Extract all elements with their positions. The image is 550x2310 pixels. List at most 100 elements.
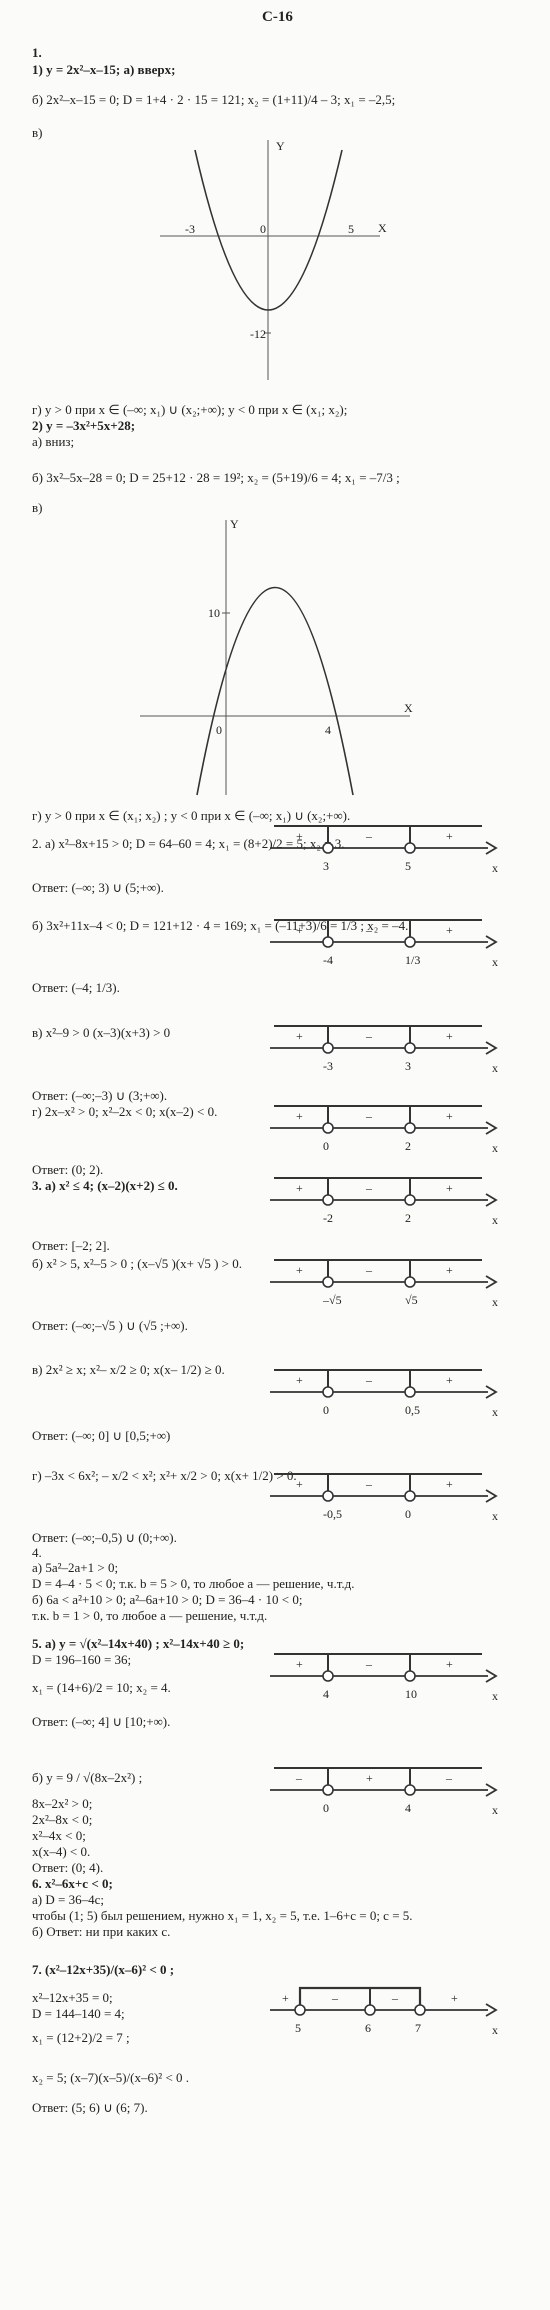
sign-label: –: [391, 1991, 399, 2005]
sign-label: +: [446, 1477, 453, 1491]
interval-point: [404, 1386, 416, 1398]
point-label: 4: [323, 1687, 329, 1701]
point-label: -0,5: [323, 1507, 342, 1521]
x-label: x: [492, 1141, 498, 1155]
sign-label: –: [365, 1657, 373, 1671]
sign-label: +: [446, 923, 453, 937]
sign-step: [409, 825, 482, 848]
text-line: Ответ: (–∞;–√5 ) ∪ (√5 ;+∞).: [32, 1318, 188, 1333]
x-label: x: [492, 955, 498, 969]
point-label: 0,5: [405, 1403, 420, 1417]
sign-step: [274, 1653, 329, 1676]
text-line: 8x–2x² > 0;: [32, 1796, 93, 1811]
sign-label: +: [296, 1181, 303, 1195]
point-label: 0: [323, 1801, 329, 1815]
text-line: б) y = 9 / √(8x–2x²) ;: [32, 1770, 143, 1785]
text-line: в) x²–9 > 0 (x–3)(x+3) > 0: [32, 1025, 171, 1040]
text-line: Ответ: (5; 6) ∪ (6; 7).: [32, 2100, 148, 2115]
sign-step: [298, 1986, 422, 2010]
interval-point: [322, 936, 334, 948]
x-label: x: [492, 1405, 498, 1419]
x-label: x: [492, 1509, 498, 1523]
sign-step: [409, 1177, 482, 1200]
x-label: x: [492, 861, 498, 875]
g2-label-4: 4: [325, 723, 331, 737]
point-label: 2: [405, 1211, 411, 1225]
text-line: б) 3x²+11x–4 < 0; D = 121+12 · 4 = 169; …: [32, 918, 409, 933]
sign-label: –: [365, 1181, 373, 1195]
text-line: Ответ: (–∞;–3) ∪ (3;+∞).: [32, 1088, 168, 1103]
point-label: 10: [405, 1687, 417, 1701]
point-label: 0: [323, 1403, 329, 1417]
point-label: 0: [323, 1139, 329, 1153]
text-line: Ответ: [–2; 2].: [32, 1238, 110, 1253]
interval-point: [294, 2004, 306, 2016]
sign-label: –: [365, 1263, 373, 1277]
sign-label: –: [365, 1477, 373, 1491]
interval-point: [404, 936, 416, 948]
text-line: 5. а) y = √(x²–14x+40) ; x²–14x+40 ≥ 0;: [32, 1636, 245, 1651]
interval-point: [404, 1784, 416, 1796]
sign-label: –: [331, 1991, 339, 2005]
point-label: 3: [323, 859, 329, 873]
point-label: 6: [365, 2021, 371, 2035]
text-line: Ответ: (–∞;–0,5) ∪ (0;+∞).: [32, 1530, 177, 1545]
interval-point: [404, 1194, 416, 1206]
text-line: б) 6a < a²+10 > 0; a²–6a+10 > 0; D = 36–…: [32, 1592, 303, 1607]
arrow-icon: [485, 1783, 498, 1797]
point-label: 5: [405, 859, 411, 873]
text-line: 6. x²–6x+c < 0;: [32, 1876, 113, 1891]
sign-step: [409, 1025, 482, 1048]
x-label: x: [492, 1803, 498, 1817]
text-line: г) y > 0 при x ∈ (x₁; x₂) ; y < 0 при x …: [32, 808, 351, 823]
interval-point: [322, 1386, 334, 1398]
text-line: в): [32, 500, 43, 515]
sign-step: [409, 1369, 482, 1392]
sign-step: [274, 1105, 329, 1128]
g1-label-m12: -12: [250, 327, 266, 341]
text-line: 1.: [32, 45, 42, 60]
interval-point: [322, 1670, 334, 1682]
sign-label: +: [296, 1657, 303, 1671]
sign-label: +: [366, 1771, 373, 1785]
text-line: г) –3x < 6x²; – x/2 < x²; x²+ x/2 > 0; x…: [32, 1468, 297, 1483]
interval-point: [404, 842, 416, 854]
text-line: 2) y = –3x²+5x+28;: [32, 418, 136, 433]
text-line: т.к. b = 1 > 0, то любое a — решение, ч.…: [32, 1608, 268, 1623]
text-line: 2x²–8x < 0;: [32, 1812, 93, 1827]
interval-point: [404, 1490, 416, 1502]
text-line: в): [32, 125, 43, 140]
interval-point: [322, 1122, 334, 1134]
sign-step: [274, 1369, 329, 1392]
text-line: б) 3x²–5x–28 = 0; D = 25+12 · 28 = 19²; …: [32, 470, 400, 485]
point-label: -4: [323, 953, 333, 967]
page-title: С-16: [262, 9, 293, 25]
text-line: Ответ: (0; 4).: [32, 1860, 104, 1875]
arrow-icon: [485, 2003, 498, 2017]
interval-point: [322, 1042, 334, 1054]
interval-point: [404, 1042, 416, 1054]
text-line: а) вниз;: [32, 434, 75, 449]
arrow-icon: [485, 935, 498, 949]
point-label: 2: [405, 1139, 411, 1153]
text-line: x₂ = 5; (x–7)(x–5)/(x–6)² < 0 .: [32, 2070, 190, 2085]
sign-step: [274, 1025, 329, 1048]
interval-point: [414, 2004, 426, 2016]
sign-label: +: [296, 1477, 303, 1491]
sign-label: +: [451, 1991, 458, 2005]
text-line: б) x² > 5, x²–5 > 0 ; (x–√5 )(x+ √5 ) > …: [32, 1256, 243, 1271]
sign-label: –: [295, 1771, 303, 1785]
text-line: D = 144–140 = 4;: [32, 2006, 125, 2021]
sign-label: +: [296, 1373, 303, 1387]
arrow-icon: [485, 841, 498, 855]
text-line: б) Ответ: ни при каких c.: [32, 1924, 171, 1939]
sign-label: +: [296, 1263, 303, 1277]
interval-point: [404, 1276, 416, 1288]
x-label: x: [492, 1689, 498, 1703]
text-line: г) 2x–x² > 0; x²–2x < 0; x(x–2) < 0.: [32, 1104, 218, 1119]
text-line: x₁ = (14+6)/2 = 10; x₂ = 4.: [32, 1680, 171, 1695]
sign-label: +: [446, 1263, 453, 1277]
point-label: 3: [405, 1059, 411, 1073]
text-line: б) 2x²–x–15 = 0; D = 1+4 · 2 · 15 = 121;…: [32, 92, 396, 107]
